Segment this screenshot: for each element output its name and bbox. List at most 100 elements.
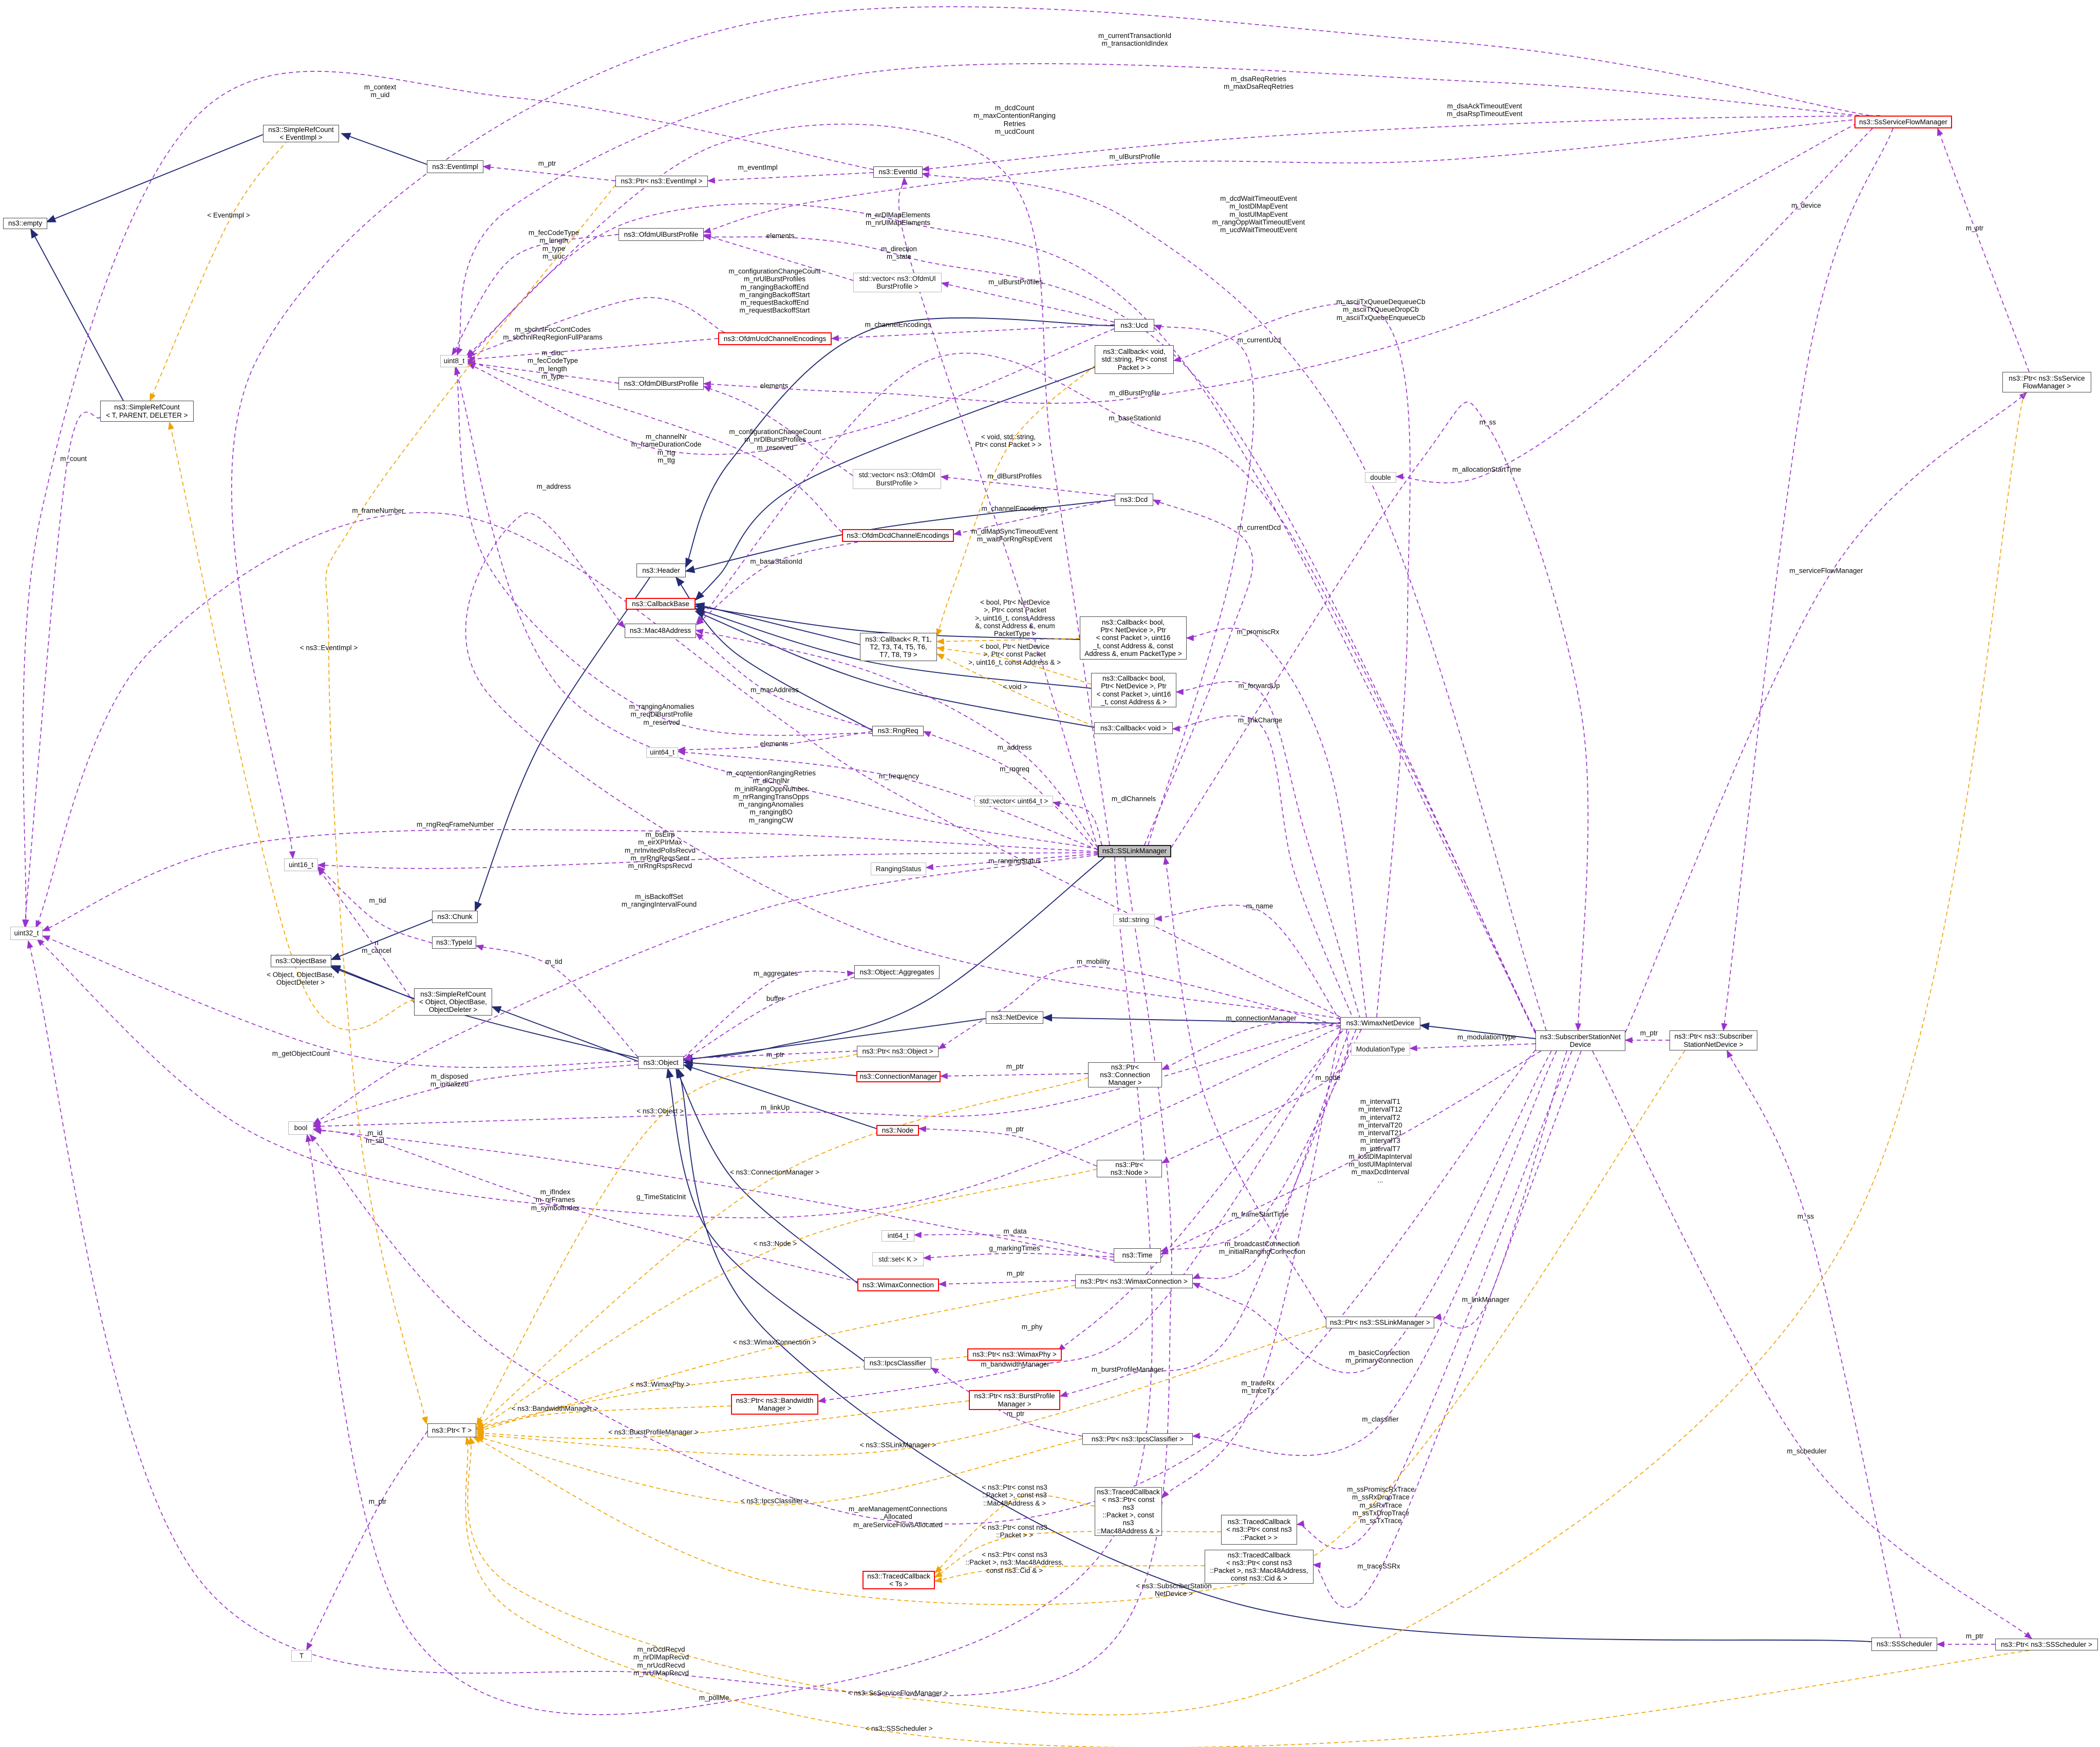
node-cbR[interactable]: ns3::Callback< R, T1, T2, T3, T4, T5, T6… [860,633,937,661]
node-cbForward[interactable]: ns3::Callback< bool, Ptr< NetDevice >, P… [1091,673,1176,707]
node-ptrBurst[interactable]: ns3::Ptr< ns3::BurstProfile Manager > [969,1390,1060,1410]
edge-label: elements [766,232,795,240]
node-ssSched[interactable]: ns3::SSScheduler [1871,1638,1937,1651]
member-edge [913,1232,1114,1255]
node-dcd[interactable]: ns3::Dcd [1115,494,1153,506]
node-modType[interactable]: ModulationType [1351,1043,1410,1056]
node-int64[interactable]: int64_t [882,1230,914,1242]
node-ptrWimaxPhy[interactable]: ns3::Ptr< ns3::WimaxPhy > [967,1348,1062,1361]
node-object[interactable]: ns3::Object [638,1056,684,1069]
node-srcEvent[interactable]: ns3::SimpleRefCount < EventImpl > [263,125,339,143]
node-ofdmUl[interactable]: ns3::OfdmUlBurstProfile [618,228,704,241]
edge-label: < bool, Ptr< NetDevice >, Ptr< const Pac… [968,643,1061,666]
node-ptrNode[interactable]: ns3::Ptr< ns3::Node > [1097,1160,1162,1178]
edge-label: m_dlBurstProfile [1109,389,1160,397]
member-edge [1161,1029,1341,1499]
member-edge [1192,1050,1557,1456]
node-cbPromisc[interactable]: ns3::Callback< bool, Ptr< NetDevice >, P… [1080,616,1187,660]
edge-label: m_dlMapSyncTimeoutEvent m_waitForRngRspE… [971,527,1058,543]
template-edge [168,421,415,1030]
node-ucd[interactable]: ns3::Ucd [1114,319,1154,332]
node-empty[interactable]: ns3::empty [3,218,47,229]
node-ptrConnMgr[interactable]: ns3::Ptr< ns3::Connection Manager > [1088,1062,1162,1088]
node-time[interactable]: ns3::Time [1114,1248,1161,1263]
node-ofdmDcdEnc[interactable]: ns3::OfdmDcdChannelEncodings [842,529,954,542]
node-tcMac[interactable]: ns3::TracedCallback < ns3::Ptr< const ns… [1095,1487,1162,1536]
node-uint16[interactable]: uint16_t [284,858,318,871]
node-typeId[interactable]: ns3::TypeId [432,936,476,949]
node-ptrSSND[interactable]: ns3::Ptr< ns3::Subscriber StationNetDevi… [1670,1030,1757,1050]
node-ssfm[interactable]: ns3::SsServiceFlowManager [1854,116,1952,128]
node-ptrWimaxConn[interactable]: ns3::Ptr< ns3::WimaxConnection > [1075,1274,1193,1288]
edge-label: m_connectionManager [1226,1014,1297,1022]
node-srcTPD[interactable]: ns3::SimpleRefCount < T, PARENT, DELETER… [100,401,194,422]
node-srcObj[interactable]: ns3::SimpleRefCount < Object, ObjectBase… [414,988,492,1016]
node-ofdmUcdEnc[interactable]: ns3::OfdmUcdChannelEncodings [718,332,832,345]
node-sslink[interactable]: ns3::SSLinkManager [1098,845,1171,857]
node-ptrEventImpl[interactable]: ns3::Ptr< ns3::EventImpl > [615,176,708,187]
edge-label: m_serviceFlowManager [1789,567,1863,575]
node-ofdmDl[interactable]: ns3::OfdmDlBurstProfile [618,377,704,390]
template-edge [467,392,2024,1716]
node-ptrObject[interactable]: ns3::Ptr< ns3::Object > [857,1046,939,1057]
node-tcTs[interactable]: ns3::TracedCallback < Ts > [863,1571,935,1590]
member-edge [953,499,1115,536]
node-T[interactable]: T [291,1650,312,1662]
edge-label: m_bandwidthManager [981,1360,1049,1368]
template-edge [936,638,1080,645]
node-cbVoidStr[interactable]: ns3::Callback< void, std::string, Ptr< c… [1095,345,1174,374]
node-ptrSSSched[interactable]: ns3::Ptr< ns3::SSScheduler > [1995,1639,2098,1650]
node-ptrSSLink[interactable]: ns3::Ptr< ns3::SSLinkManager > [1326,1317,1434,1328]
node-cbBase[interactable]: ns3::CallbackBase [626,598,696,610]
node-netDevice[interactable]: ns3::NetDevice [986,1011,1043,1024]
node-chunk[interactable]: ns3::Chunk [432,911,478,923]
member-edge [1937,127,2030,372]
node-connMgr[interactable]: ns3::ConnectionManager [856,1071,941,1082]
member-edge [312,1022,1341,1130]
member-edge [1175,681,1361,1020]
node-ipcs[interactable]: ns3::IpcsClassifier [864,1357,931,1369]
node-ssNetDev[interactable]: ns3::SubscriberStationNet Device [1535,1030,1625,1051]
edge-label: m_scheduler [1787,1447,1827,1455]
edge-label: m_ulBurstProfile [1109,153,1160,161]
member-edge [467,360,619,384]
node-objBase[interactable]: ns3::ObjectBase [271,955,331,967]
edge-label: < ns3::WimaxPhy > [630,1380,690,1388]
edge-label: m_configurationChangeCount m_nrDlBurstPr… [729,428,821,452]
member-edge [1171,401,1589,1031]
edge-label: m_currentDcd [1237,523,1281,532]
node-uint8[interactable]: uint8_t [440,355,468,367]
node-vecDl[interactable]: std::vector< ns3::OfdmDl BurstProfile > [853,469,941,489]
node-rngreq[interactable]: ns3::RngReq [872,726,924,736]
node-node[interactable]: ns3::Node [876,1125,919,1136]
edge-label: < Object, ObjectBase, ObjectDeleter > [267,970,334,986]
node-wimaxConn[interactable]: ns3::WimaxConnection [857,1279,939,1291]
inheritance-edge [695,611,1095,728]
node-ptrIpcs[interactable]: ns3::Ptr< ns3::IpcsClassifier > [1082,1433,1193,1445]
edge-label: m_dcdWaitTimeoutEvent m_lostDlMapEvent m… [1212,194,1305,234]
node-aggregates[interactable]: ns3::Object::Aggregates [854,965,940,979]
node-header[interactable]: ns3::Header [636,563,686,577]
node-uint32[interactable]: uint32_t [10,927,43,940]
member-edge [482,164,616,181]
node-uint64[interactable]: uint64_t [646,747,678,758]
node-ptrBw[interactable]: ns3::Ptr< ns3::Bandwidth Manager > [731,1394,818,1415]
node-eventId[interactable]: ns3::EventId [873,166,923,178]
node-tcCid[interactable]: ns3::TracedCallback < ns3::Ptr< const ns… [1205,1550,1314,1584]
node-vecU64[interactable]: std::vector< uint64_t > [974,796,1053,806]
edge-label: m_linkUp [760,1103,790,1112]
node-ptrSsfm[interactable]: ns3::Ptr< ns3::SsService FlowManager > [2002,372,2091,392]
node-rangingStatus[interactable]: RangingStatus [871,862,926,875]
node-eventImpl[interactable]: ns3::EventImpl [427,160,483,173]
node-bool[interactable]: bool [288,1121,313,1135]
node-cbVoid[interactable]: ns3::Callback< void > [1094,722,1173,734]
node-vecUl[interactable]: std::vector< ns3::OfdmUl BurstProfile > [853,273,942,292]
edge-label: m_tid [545,957,563,966]
node-wimaxNetDev[interactable]: ns3::WimaxNetDevice [1340,1017,1420,1029]
node-ptrT[interactable]: ns3::Ptr< T > [427,1423,476,1437]
node-dbl[interactable]: double [1365,472,1396,483]
node-setK[interactable]: std::set< K > [872,1252,924,1266]
node-mac48[interactable]: ns3::Mac48Address [625,624,696,638]
node-stdString[interactable]: std::string [1113,914,1155,926]
node-tcPacket[interactable]: ns3::TracedCallback < ns3::Ptr< const ns… [1221,1515,1297,1545]
